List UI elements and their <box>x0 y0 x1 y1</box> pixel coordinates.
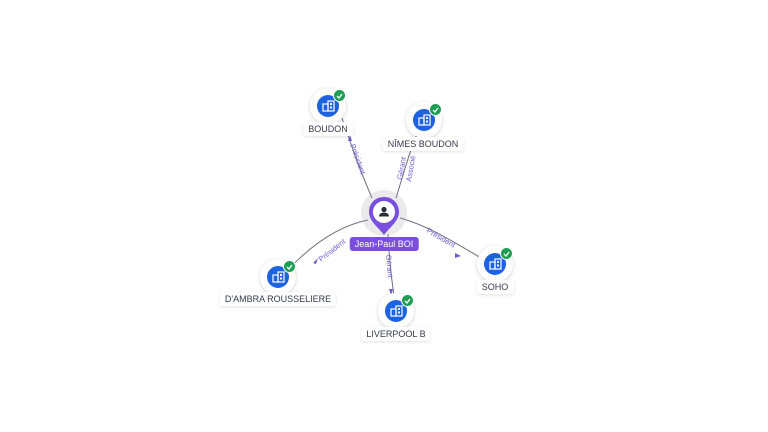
building-icon <box>484 253 506 275</box>
edge-label-nimes-associe: Associé <box>404 155 417 182</box>
edge-label-nimes-gerant: Gérant <box>395 155 408 180</box>
company-node-dambra-rousseliere[interactable] <box>260 259 296 295</box>
verified-check-icon <box>429 103 442 116</box>
building-icon <box>413 109 435 131</box>
person-name-label[interactable]: Jean-Paul BOI <box>349 237 419 251</box>
person-node[interactable] <box>366 195 402 237</box>
building-icon <box>385 300 407 322</box>
company-node-soho[interactable] <box>477 246 513 282</box>
company-label-nimes-boudon[interactable]: NÎMES BOUDON <box>382 137 464 151</box>
edge-label-liverpool: Gérant <box>384 254 395 279</box>
edge-label-soho: Président <box>425 226 458 250</box>
verified-check-icon <box>500 247 513 260</box>
company-label-liverpool-b[interactable]: LIVERPOOL B <box>361 327 431 341</box>
verified-check-icon <box>333 89 346 102</box>
company-label-soho[interactable]: SOHO <box>476 280 514 294</box>
person-icon <box>379 206 389 217</box>
arrow-liverpool <box>389 289 393 295</box>
verified-check-icon <box>283 260 296 273</box>
company-node-nimes-boudon[interactable] <box>406 102 442 138</box>
building-icon <box>317 95 339 117</box>
arrow-dambra <box>313 258 318 264</box>
arrow-boudon <box>348 135 352 141</box>
verified-check-icon <box>401 294 414 307</box>
company-node-boudon[interactable] <box>310 88 346 124</box>
company-label-boudon[interactable]: BOUDON <box>303 122 353 136</box>
company-label-dambra-rousseliere[interactable]: D'AMBRA ROUSSELIERE <box>219 292 337 306</box>
company-node-liverpool-b[interactable] <box>378 293 414 329</box>
arrow-soho <box>455 253 461 258</box>
building-icon <box>267 266 289 288</box>
edge-label-boudon: Président <box>348 143 368 177</box>
